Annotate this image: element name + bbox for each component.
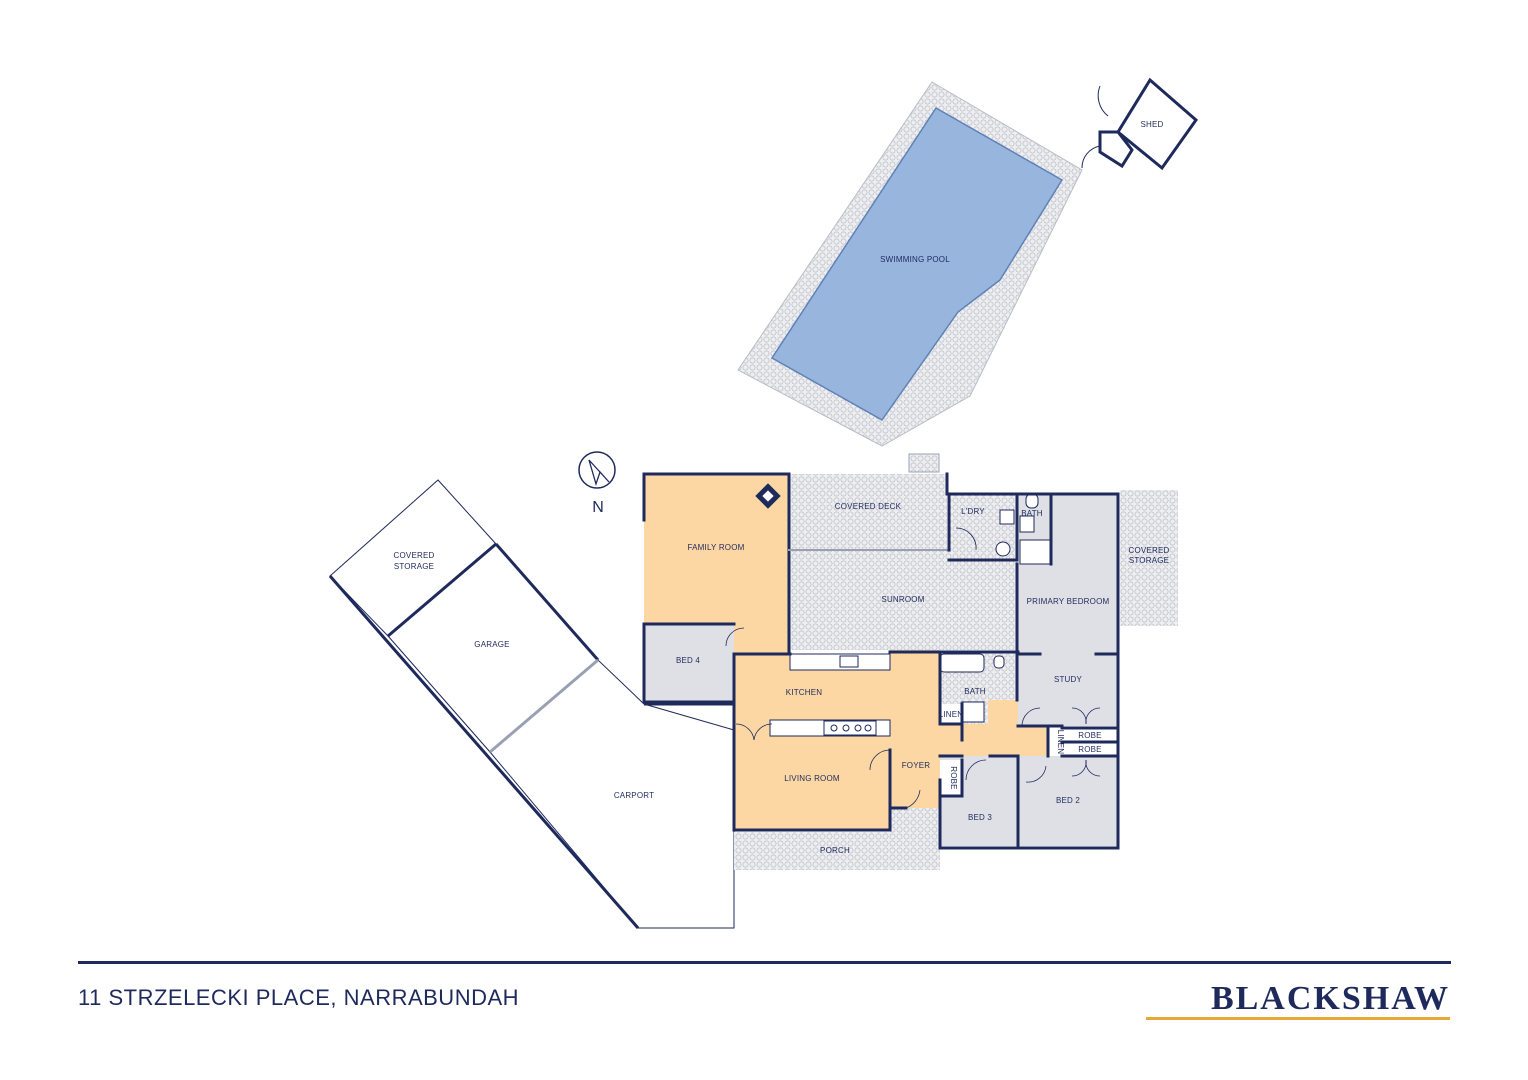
bed2 xyxy=(1018,756,1118,846)
robe-3-label: ROBE xyxy=(949,766,958,789)
robe-1-label: ROBE xyxy=(1078,731,1101,740)
kitchen-label: KITCHEN xyxy=(786,688,823,697)
property-address: 11 STRZELECKI PLACE, NARRABUNDAH xyxy=(78,985,520,1010)
family-room-label: FAMILY ROOM xyxy=(687,543,744,552)
study xyxy=(1018,654,1118,726)
kitchen-sink xyxy=(839,655,859,668)
garage-label: GARAGE xyxy=(474,640,509,649)
shed-label: SHED xyxy=(1140,120,1163,129)
linen-2-label: LINEN xyxy=(1056,730,1065,755)
walls xyxy=(642,472,1120,850)
swimming-pool-label: SWIMMING POOL xyxy=(880,255,950,264)
brand-logo: BLACKSHAW xyxy=(1210,980,1450,1017)
sunroom xyxy=(789,550,1017,650)
covered-storage-left-label-2: STORAGE xyxy=(394,562,434,571)
study-label: STUDY xyxy=(1054,675,1083,684)
toilet-lower xyxy=(993,655,1005,669)
covered-storage-right-label-2: STORAGE xyxy=(1129,556,1169,565)
bed4 xyxy=(644,624,734,702)
primary-bedroom xyxy=(1018,494,1118,654)
robe-1 xyxy=(1062,728,1118,742)
brand-underline xyxy=(1146,1017,1450,1020)
porch-label: PORCH xyxy=(820,846,850,855)
primary-bedroom-label: PRIMARY BEDROOM xyxy=(1027,597,1110,606)
bed3-label: BED 3 xyxy=(968,813,992,822)
robe-bed3 xyxy=(940,760,962,796)
shower-upper xyxy=(1019,539,1051,565)
covered-deck xyxy=(789,474,947,550)
compass-label: N xyxy=(592,499,604,516)
foyer xyxy=(890,730,940,808)
bed2-label: BED 2 xyxy=(1056,796,1080,805)
robe-2-label: ROBE xyxy=(1078,745,1101,754)
covered-storage-right-label-1: COVERED xyxy=(1129,546,1170,555)
steps xyxy=(908,453,940,473)
bedroom-zones xyxy=(644,494,1118,846)
linen-1-box xyxy=(940,704,962,724)
porch-side xyxy=(890,808,940,838)
north-arrow-icon xyxy=(578,451,616,489)
shed xyxy=(1081,77,1199,171)
laundry-label: L'DRY xyxy=(961,507,985,516)
laundry-washer xyxy=(995,541,1011,557)
living-room-label: LIVING ROOM xyxy=(784,774,840,783)
living-room xyxy=(734,750,890,830)
vanity-lower xyxy=(961,701,985,723)
bathtub xyxy=(939,653,985,673)
footer-divider xyxy=(78,961,1451,964)
covered-storage-right xyxy=(1120,490,1178,626)
linen-2-box xyxy=(1048,728,1062,756)
kitchen-cooktop xyxy=(823,720,877,736)
carport-label: CARPORT xyxy=(614,791,654,800)
porch xyxy=(734,832,940,870)
family-room-ext xyxy=(734,624,789,654)
toilet-upper xyxy=(1025,493,1039,509)
robe-2 xyxy=(1062,742,1118,756)
covered-storage-left-label-1: COVERED xyxy=(394,551,435,560)
pool-area xyxy=(737,81,1083,447)
linen-1-label: LINEN xyxy=(939,710,964,719)
bath-upper-label: BATH xyxy=(1021,509,1043,518)
kitchen-ext xyxy=(890,650,940,730)
laundry-tub xyxy=(999,509,1015,525)
swimming-pool xyxy=(770,106,1064,421)
garage-carport-wing xyxy=(328,479,735,929)
sunroom-label: SUNROOM xyxy=(881,595,924,604)
foyer-label: FOYER xyxy=(902,761,931,770)
door-swings xyxy=(725,527,1101,809)
covered-deck-label: COVERED DECK xyxy=(835,502,902,511)
vanity-upper xyxy=(1019,515,1035,533)
fixtures xyxy=(755,483,1051,737)
hallway-2 xyxy=(988,700,1018,730)
bath-lower-label: BATH xyxy=(964,687,986,696)
bed4-label: BED 4 xyxy=(676,656,700,665)
